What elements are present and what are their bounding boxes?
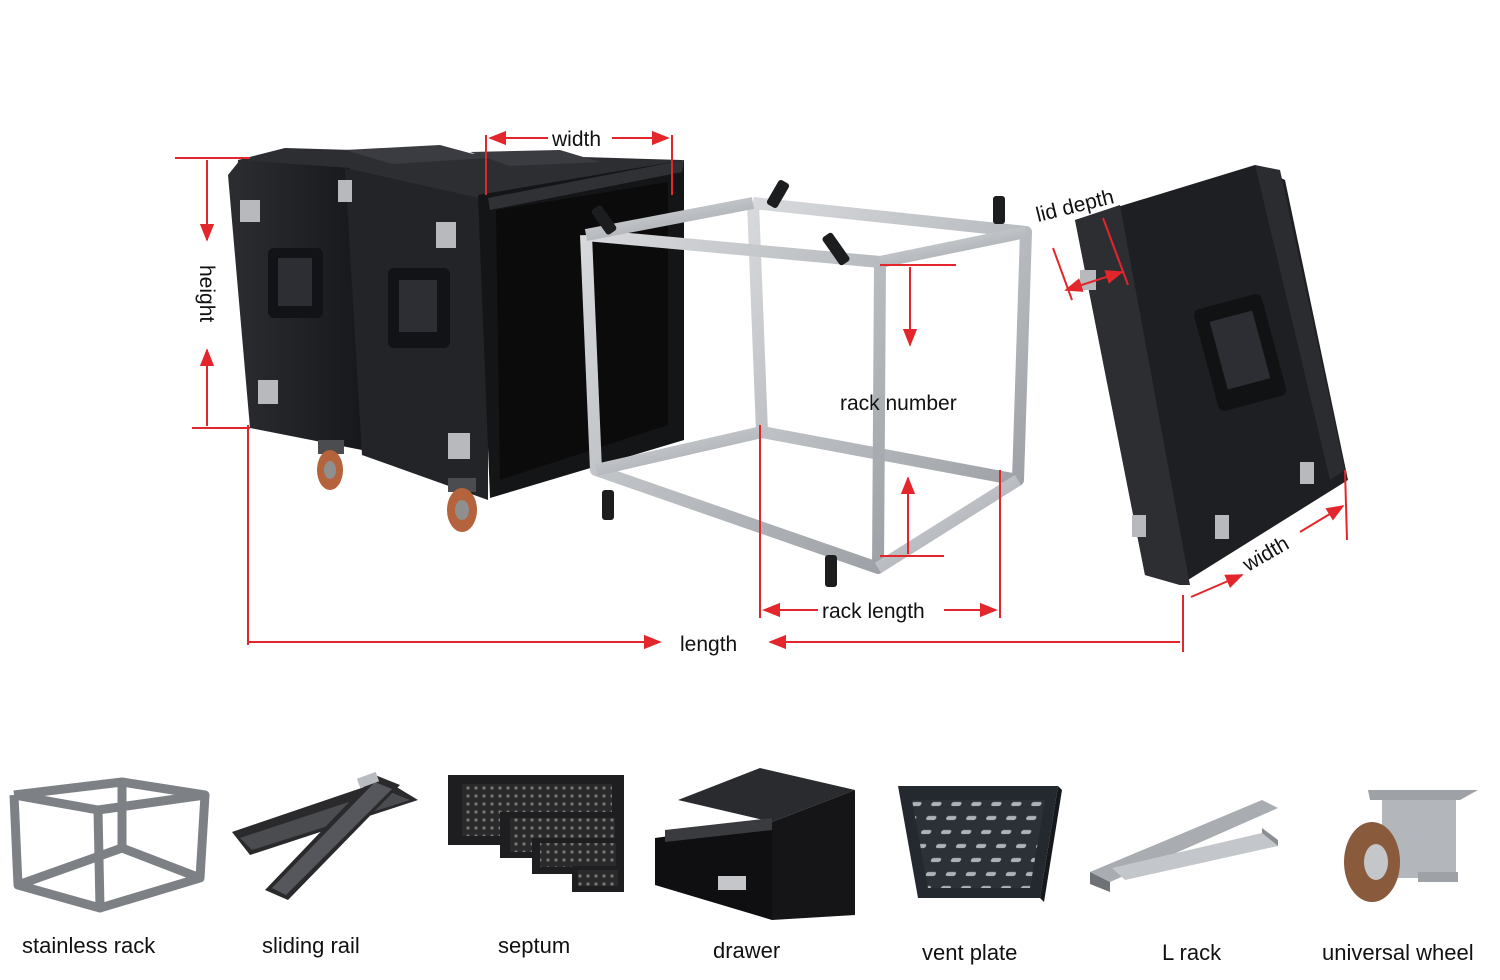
sliding-rail-icon — [232, 771, 418, 900]
accessory-caption: septum — [498, 933, 571, 958]
rack-number-label: rack number — [840, 392, 957, 415]
rack-frame — [580, 197, 1032, 574]
accessory-caption: stainless rack — [22, 933, 156, 958]
height-label: height — [195, 265, 218, 322]
case-lid — [1075, 165, 1348, 585]
vent-plate-icon — [898, 786, 1062, 902]
width-label: width — [551, 128, 601, 151]
dimension-lines — [175, 130, 1348, 652]
accessory-caption: L rack — [1162, 940, 1222, 965]
universal-wheel-icon — [1344, 790, 1478, 902]
accessory-caption: universal wheel — [1322, 940, 1474, 965]
stainless-rack-icon — [9, 777, 210, 913]
l-rack-icon — [1090, 800, 1278, 892]
accessory-caption: vent plate — [922, 940, 1018, 965]
rack-length-label: rack length — [822, 600, 925, 623]
septum-panel-icon — [448, 775, 624, 892]
caster-wheel — [447, 478, 477, 532]
flight-case-body — [228, 145, 684, 532]
accessory-caption: drawer — [713, 938, 781, 963]
accessory-caption: sliding rail — [262, 933, 360, 958]
caster-wheel — [317, 440, 344, 490]
drawer-icon — [655, 768, 855, 920]
length-label: length — [680, 633, 737, 656]
rack-feet — [591, 179, 1005, 587]
